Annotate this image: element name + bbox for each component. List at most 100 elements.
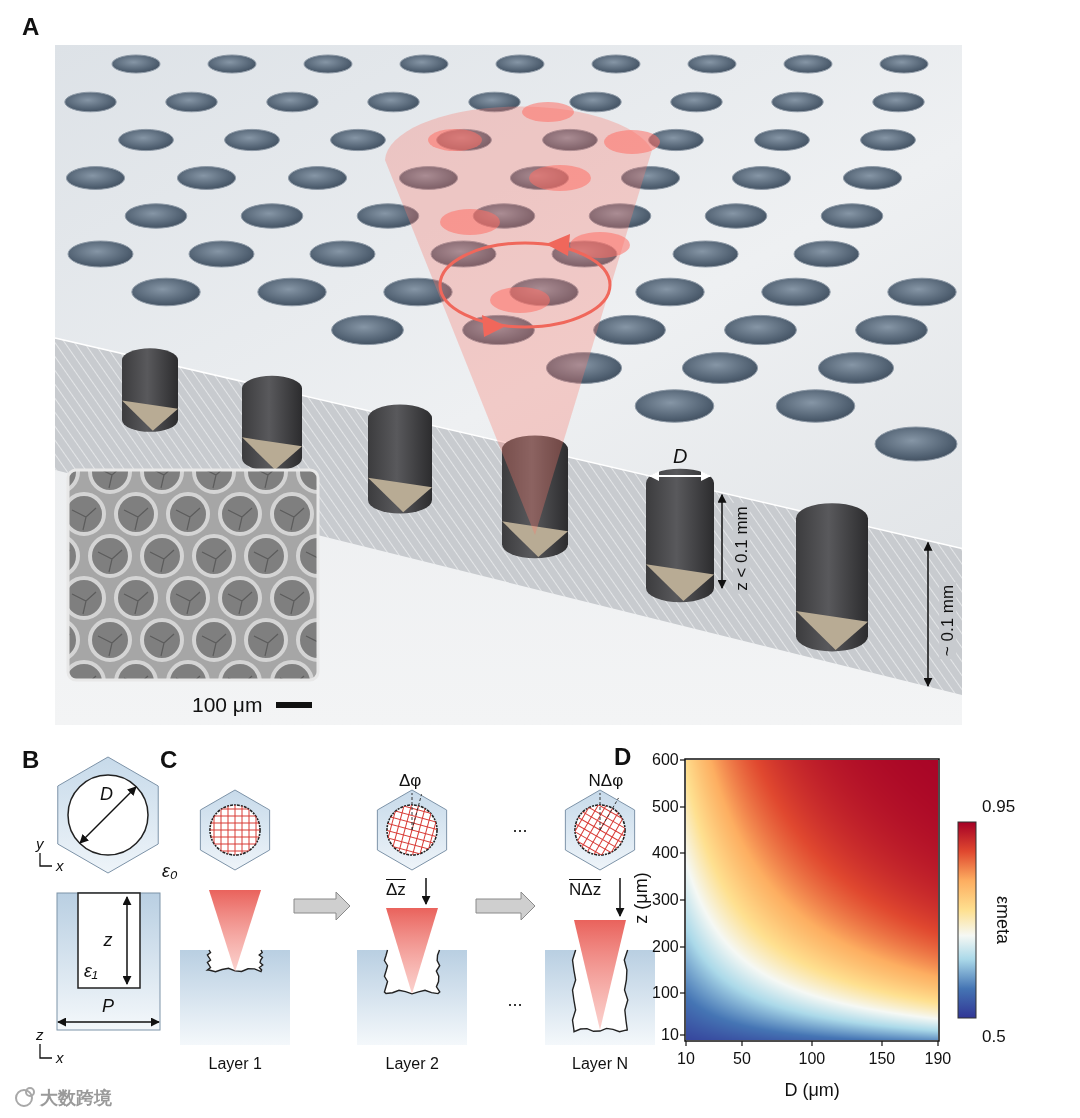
- layer-label: Layer 2: [386, 1056, 439, 1072]
- hole: [267, 92, 318, 112]
- layer-label: Layer N: [572, 1056, 628, 1072]
- dimension-arrow: [58, 1021, 159, 1023]
- sem-cell: [298, 536, 318, 576]
- hole: [65, 92, 116, 112]
- hole: [570, 92, 621, 112]
- scan-line: [195, 837, 275, 838]
- axis-title: D (μm): [785, 1081, 840, 1099]
- hole: [682, 353, 757, 384]
- sem-cell: [90, 620, 130, 660]
- scan-grid-rotated: [545, 775, 654, 884]
- step-label: Δz: [386, 881, 406, 898]
- layer-stage: [180, 790, 290, 1045]
- sem-image: [68, 470, 318, 680]
- permittivity-label: ε₀: [162, 862, 178, 880]
- hole: [332, 315, 404, 344]
- scan-line: [263, 790, 264, 870]
- dimensions: [650, 476, 928, 686]
- panel-label: C: [160, 748, 177, 772]
- reference-line: [600, 793, 601, 830]
- background: [55, 45, 962, 725]
- hole: [794, 241, 859, 267]
- hole-bottom: [122, 400, 178, 430]
- scan-line: [586, 799, 626, 868]
- hole: [66, 167, 124, 190]
- logo: [26, 1088, 34, 1096]
- hole: [258, 278, 326, 306]
- watermark-logo: [16, 1088, 34, 1106]
- sem-cell: [168, 662, 208, 680]
- hole: [762, 278, 830, 306]
- sem-cell: [168, 494, 208, 534]
- rotation-arrow: [440, 243, 610, 327]
- depth-arrow: [619, 878, 621, 916]
- cut-hole: [796, 503, 868, 651]
- dimension-label: ~ 0.1 mm: [939, 581, 956, 658]
- hole: [821, 204, 883, 228]
- sem-crack: [254, 550, 278, 572]
- sem-crack: [280, 508, 304, 530]
- hole: [208, 55, 256, 73]
- ellipsis: ...: [513, 817, 528, 835]
- scan-line: [604, 809, 644, 878]
- sem-crack: [124, 592, 148, 614]
- hole: [725, 315, 797, 344]
- heatmap: [686, 760, 938, 1040]
- layer-stage: [545, 775, 655, 1045]
- axis-label: z: [36, 1027, 44, 1042]
- hole: [189, 241, 254, 267]
- panel-label: A: [22, 15, 39, 39]
- axis-label: x: [56, 1050, 64, 1065]
- laser-cone: [209, 890, 261, 972]
- sem-cell: [168, 578, 208, 618]
- dimension-arrow: [927, 543, 929, 686]
- axis-glyph: [40, 1044, 52, 1058]
- scan-line: [368, 840, 445, 861]
- sem-cell: [246, 470, 286, 492]
- hole: [496, 55, 544, 73]
- hole: [636, 278, 704, 306]
- tick: [741, 1041, 742, 1046]
- hole: [888, 278, 956, 306]
- hole: [177, 167, 235, 190]
- sem-crack: [150, 550, 174, 572]
- scale-bar: [276, 702, 312, 708]
- step-arrow: [476, 892, 535, 920]
- hole: [635, 390, 714, 422]
- lit-hole: [440, 209, 500, 235]
- scan-line: [249, 790, 250, 870]
- scan-grid: [545, 775, 654, 884]
- tick: [811, 1041, 812, 1046]
- unit-cell-hexagon: [58, 757, 158, 873]
- sem-crack: [254, 634, 278, 656]
- sem-crack: [176, 508, 200, 530]
- hole: [68, 241, 133, 267]
- sem-ground: [68, 470, 318, 680]
- sem-crack: [98, 634, 122, 656]
- logo: [16, 1090, 32, 1106]
- sem-crack: [98, 550, 122, 572]
- hole-bottom: [242, 437, 302, 469]
- panel-a-illustration: [38, 45, 962, 725]
- hole-bottom: [368, 478, 432, 513]
- sem-cell: [68, 494, 104, 534]
- dimension-arrow: [650, 475, 710, 477]
- sem-crack: [72, 592, 96, 614]
- hole: [225, 129, 280, 150]
- scan-line: [207, 790, 208, 870]
- hole: [755, 129, 810, 150]
- tick: [680, 946, 685, 947]
- tick-label: 400: [652, 845, 679, 861]
- laser-cone: [386, 908, 438, 994]
- tick: [680, 992, 685, 993]
- panel-b-unit-cell: [40, 757, 160, 1058]
- sem-crack: [306, 634, 318, 656]
- sem-cell: [272, 578, 312, 618]
- scan-line: [429, 799, 450, 876]
- scan-line: [195, 802, 275, 803]
- dimension-label: D: [100, 785, 113, 803]
- sem-cell: [272, 494, 312, 534]
- arrowhead: [546, 234, 570, 256]
- dimension-arrow: [126, 897, 128, 984]
- laser-cone: [574, 920, 626, 1030]
